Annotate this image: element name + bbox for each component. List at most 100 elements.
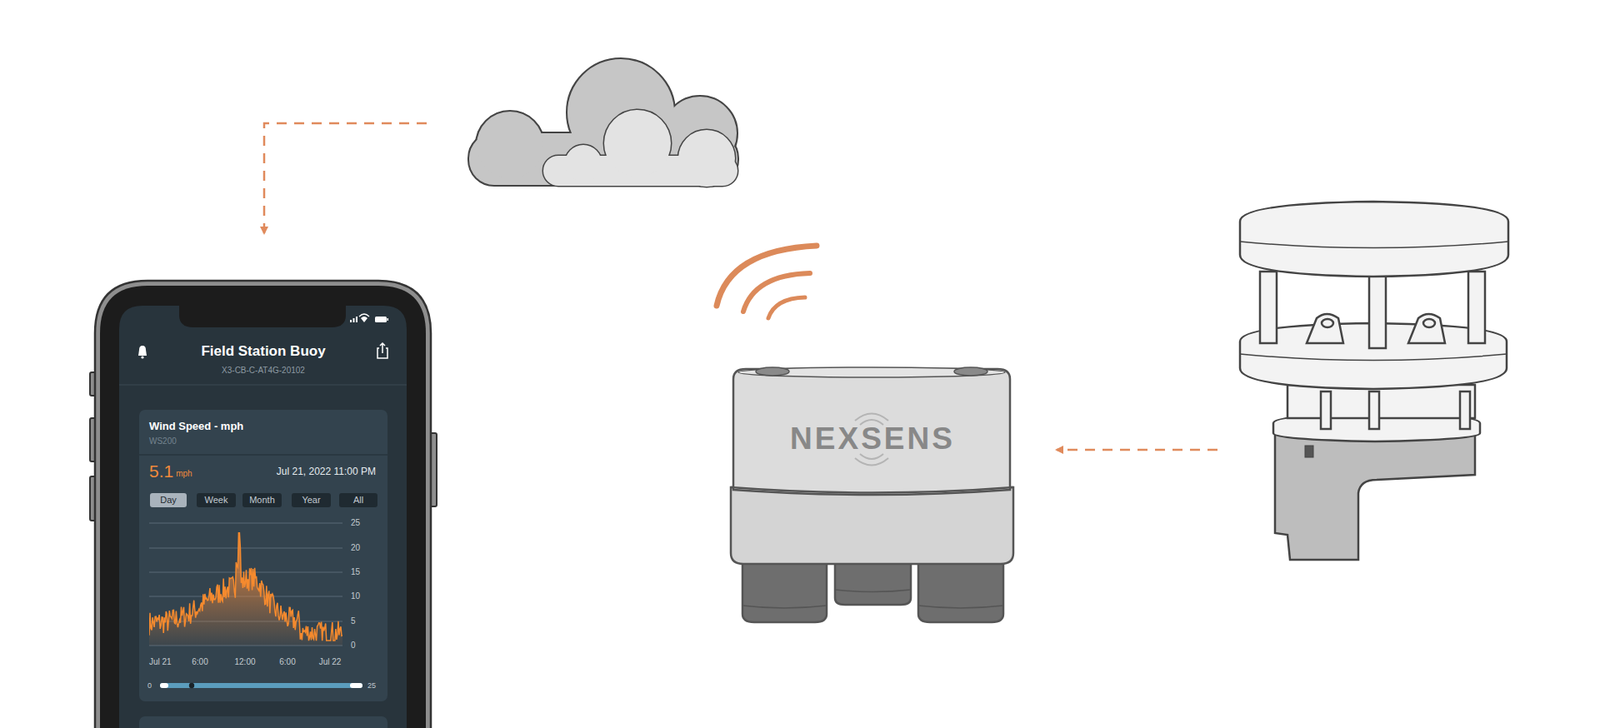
wind-sensor bbox=[1460, 391, 1470, 430]
phone-app-screen: Field Station BuoyX3-CB-C-AT4G-20102Wind… bbox=[95, 280, 431, 728]
phone bbox=[90, 280, 437, 728]
heading-text: Wind Speed - mph bbox=[149, 420, 244, 434]
cloud-icon bbox=[543, 110, 738, 187]
data-logger-body: NEXSENS bbox=[730, 369, 1014, 565]
status-icons bbox=[359, 314, 370, 317]
axis-label: 6:00 bbox=[191, 657, 208, 668]
wind-sensor bbox=[1260, 271, 1277, 344]
phone bbox=[179, 300, 346, 328]
transducer bbox=[1408, 314, 1445, 344]
heading-text: Field Station Buoy bbox=[200, 343, 325, 360]
data-logger bbox=[730, 487, 1014, 494]
range-slider bbox=[160, 683, 363, 689]
dashed-arrow bbox=[1056, 449, 1218, 452]
radio-waves bbox=[768, 297, 805, 319]
transducer bbox=[1321, 319, 1334, 328]
phone bbox=[139, 454, 388, 456]
bell-icon bbox=[140, 355, 144, 359]
grid-line bbox=[149, 548, 343, 550]
range-button: Month bbox=[242, 493, 282, 508]
data-logger bbox=[730, 367, 1014, 623]
connector bbox=[742, 558, 1004, 623]
phone bbox=[119, 305, 407, 728]
button-label: Month bbox=[249, 495, 275, 506]
connector-rings bbox=[742, 590, 1004, 609]
status-icons bbox=[355, 316, 358, 323]
wind-sensor bbox=[1240, 241, 1509, 249]
axis-label: 25 bbox=[350, 518, 360, 529]
data-logger bbox=[738, 367, 1005, 378]
axis-label: Jul 22 bbox=[319, 657, 342, 668]
data-logger bbox=[755, 367, 790, 376]
chart-line bbox=[149, 533, 343, 641]
axis-label: Jul 21 bbox=[149, 657, 172, 668]
axis-label: 10 bbox=[350, 591, 360, 602]
range-button: Week bbox=[196, 493, 236, 508]
button-label: Year bbox=[301, 495, 320, 506]
cloud-icon bbox=[476, 111, 544, 179]
range-slider bbox=[350, 683, 363, 689]
card-panel bbox=[139, 410, 388, 702]
share-icon bbox=[377, 343, 388, 359]
subtitle-text: WS200 bbox=[149, 436, 177, 447]
wind-sensor bbox=[1369, 391, 1380, 430]
connector bbox=[918, 558, 1004, 623]
wind-sensor bbox=[1240, 354, 1507, 361]
wind-sensor bbox=[1305, 445, 1314, 458]
share-icon bbox=[380, 343, 385, 354]
phone bbox=[119, 385, 407, 386]
button-label: Week bbox=[205, 495, 229, 506]
range-button: Day bbox=[150, 493, 187, 508]
connector bbox=[742, 558, 827, 623]
cloud-icon bbox=[678, 130, 735, 187]
logo-rings bbox=[855, 458, 889, 466]
status-icons bbox=[387, 318, 390, 321]
wind-sensor bbox=[1369, 271, 1386, 349]
sensor-card: Wind Speed - mphWS200Day Week Month Year All bbox=[139, 410, 388, 702]
cloud-icon bbox=[565, 145, 602, 182]
range-button: All bbox=[339, 493, 378, 508]
range-slider bbox=[189, 683, 195, 689]
status-icons bbox=[360, 316, 368, 323]
connector bbox=[835, 558, 911, 605]
connector-rings bbox=[835, 590, 911, 593]
cloud-icon bbox=[604, 110, 671, 177]
button-label: Day bbox=[160, 495, 177, 506]
range-slider bbox=[160, 683, 169, 689]
axis-label: 0 bbox=[350, 640, 356, 651]
connector-rings bbox=[742, 605, 827, 609]
axis-label: 6:00 bbox=[279, 657, 295, 668]
phone bbox=[95, 280, 431, 728]
value-reading: 5.1 bbox=[149, 460, 174, 482]
dashed-arrow bbox=[264, 123, 427, 234]
timestamp: Jul 21, 2022 11:00 PM bbox=[276, 465, 376, 478]
range-slider bbox=[160, 683, 363, 689]
chart-area bbox=[149, 533, 343, 646]
line-chart bbox=[149, 523, 343, 646]
axis-label: 20 bbox=[350, 543, 360, 554]
axis-label: 5 bbox=[350, 616, 356, 627]
cloud-icon bbox=[469, 59, 738, 187]
cloud-icon bbox=[543, 110, 738, 187]
radio-waves bbox=[716, 245, 817, 319]
data-logger bbox=[954, 367, 988, 376]
button-label: All bbox=[353, 495, 364, 506]
data-logger bbox=[730, 487, 1014, 565]
range-button: Year bbox=[291, 493, 331, 508]
cloud-icon bbox=[604, 110, 671, 177]
cloud-icon bbox=[565, 145, 602, 182]
bell-icon bbox=[138, 345, 147, 360]
transducer bbox=[1306, 314, 1445, 344]
wind-sensor bbox=[1320, 391, 1331, 430]
cloud-icon bbox=[678, 130, 735, 187]
slider-label: 0 bbox=[147, 681, 152, 691]
grid-line bbox=[149, 523, 343, 525]
status-icons bbox=[375, 316, 387, 323]
unit-label: mph bbox=[175, 469, 192, 480]
sensor-mount bbox=[1275, 431, 1475, 560]
wind-sensor bbox=[1240, 201, 1509, 560]
cloud-icon bbox=[476, 111, 544, 179]
